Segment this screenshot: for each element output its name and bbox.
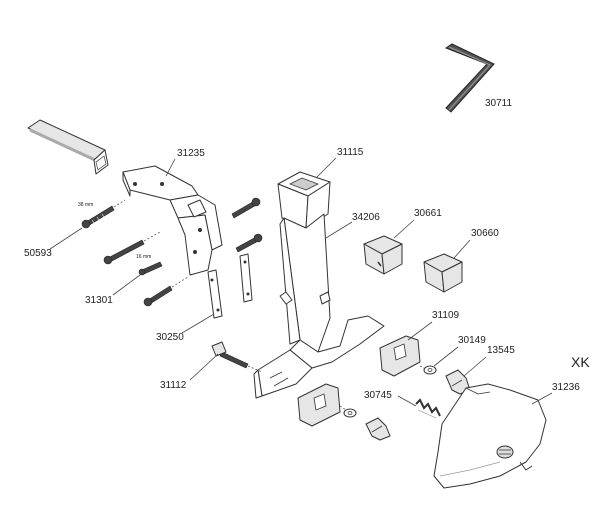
knob-lower-part xyxy=(365,417,391,441)
label-clamp: 31109 xyxy=(432,310,460,321)
label-cap-a: 30661 xyxy=(414,208,442,219)
clamp-upper-part xyxy=(379,335,421,377)
cap-b-part xyxy=(423,253,463,293)
spring-part xyxy=(415,398,441,419)
label-bracket: 31235 xyxy=(177,148,205,159)
label-plate: 30250 xyxy=(156,332,184,343)
label-cover: 31236 xyxy=(552,382,580,393)
cover-part xyxy=(433,383,547,489)
bolt-right-lower-part xyxy=(235,233,263,253)
label-cap-b: 30660 xyxy=(471,228,499,239)
washer-lower-part xyxy=(343,408,357,418)
washer-part xyxy=(423,365,437,375)
short-bolt-upper-part xyxy=(103,239,145,265)
label-spring: 30745 xyxy=(364,390,392,401)
label-column: 31115 xyxy=(337,147,364,158)
clamp-lower-part xyxy=(297,383,341,427)
label-insert: 34206 xyxy=(352,212,380,223)
cap-a-part xyxy=(363,235,403,275)
bracket-part xyxy=(122,165,223,276)
label-washer: 30149 xyxy=(458,335,486,346)
hex-key-part xyxy=(444,43,495,113)
front-bolt-part xyxy=(211,341,249,369)
label-long-bolt: 50593 xyxy=(24,248,52,259)
bolt-right-upper-part xyxy=(231,197,261,219)
label-short-bolt: 31301 xyxy=(85,295,113,306)
column-part xyxy=(253,171,385,399)
dim-long: 38 mm xyxy=(78,202,93,208)
load-bar-part xyxy=(27,119,109,175)
long-bolt-part xyxy=(81,205,115,229)
region-code: XK xyxy=(571,354,590,370)
plate-part xyxy=(207,253,253,319)
dim-short: 16 mm xyxy=(136,254,151,260)
label-hex-key: 30711 xyxy=(485,98,513,109)
label-knob: 13545 xyxy=(487,345,515,356)
short-bolt-small-part xyxy=(138,261,163,276)
short-bolt-lower-part xyxy=(143,285,173,307)
label-front-bolt: 31112 xyxy=(160,380,187,391)
